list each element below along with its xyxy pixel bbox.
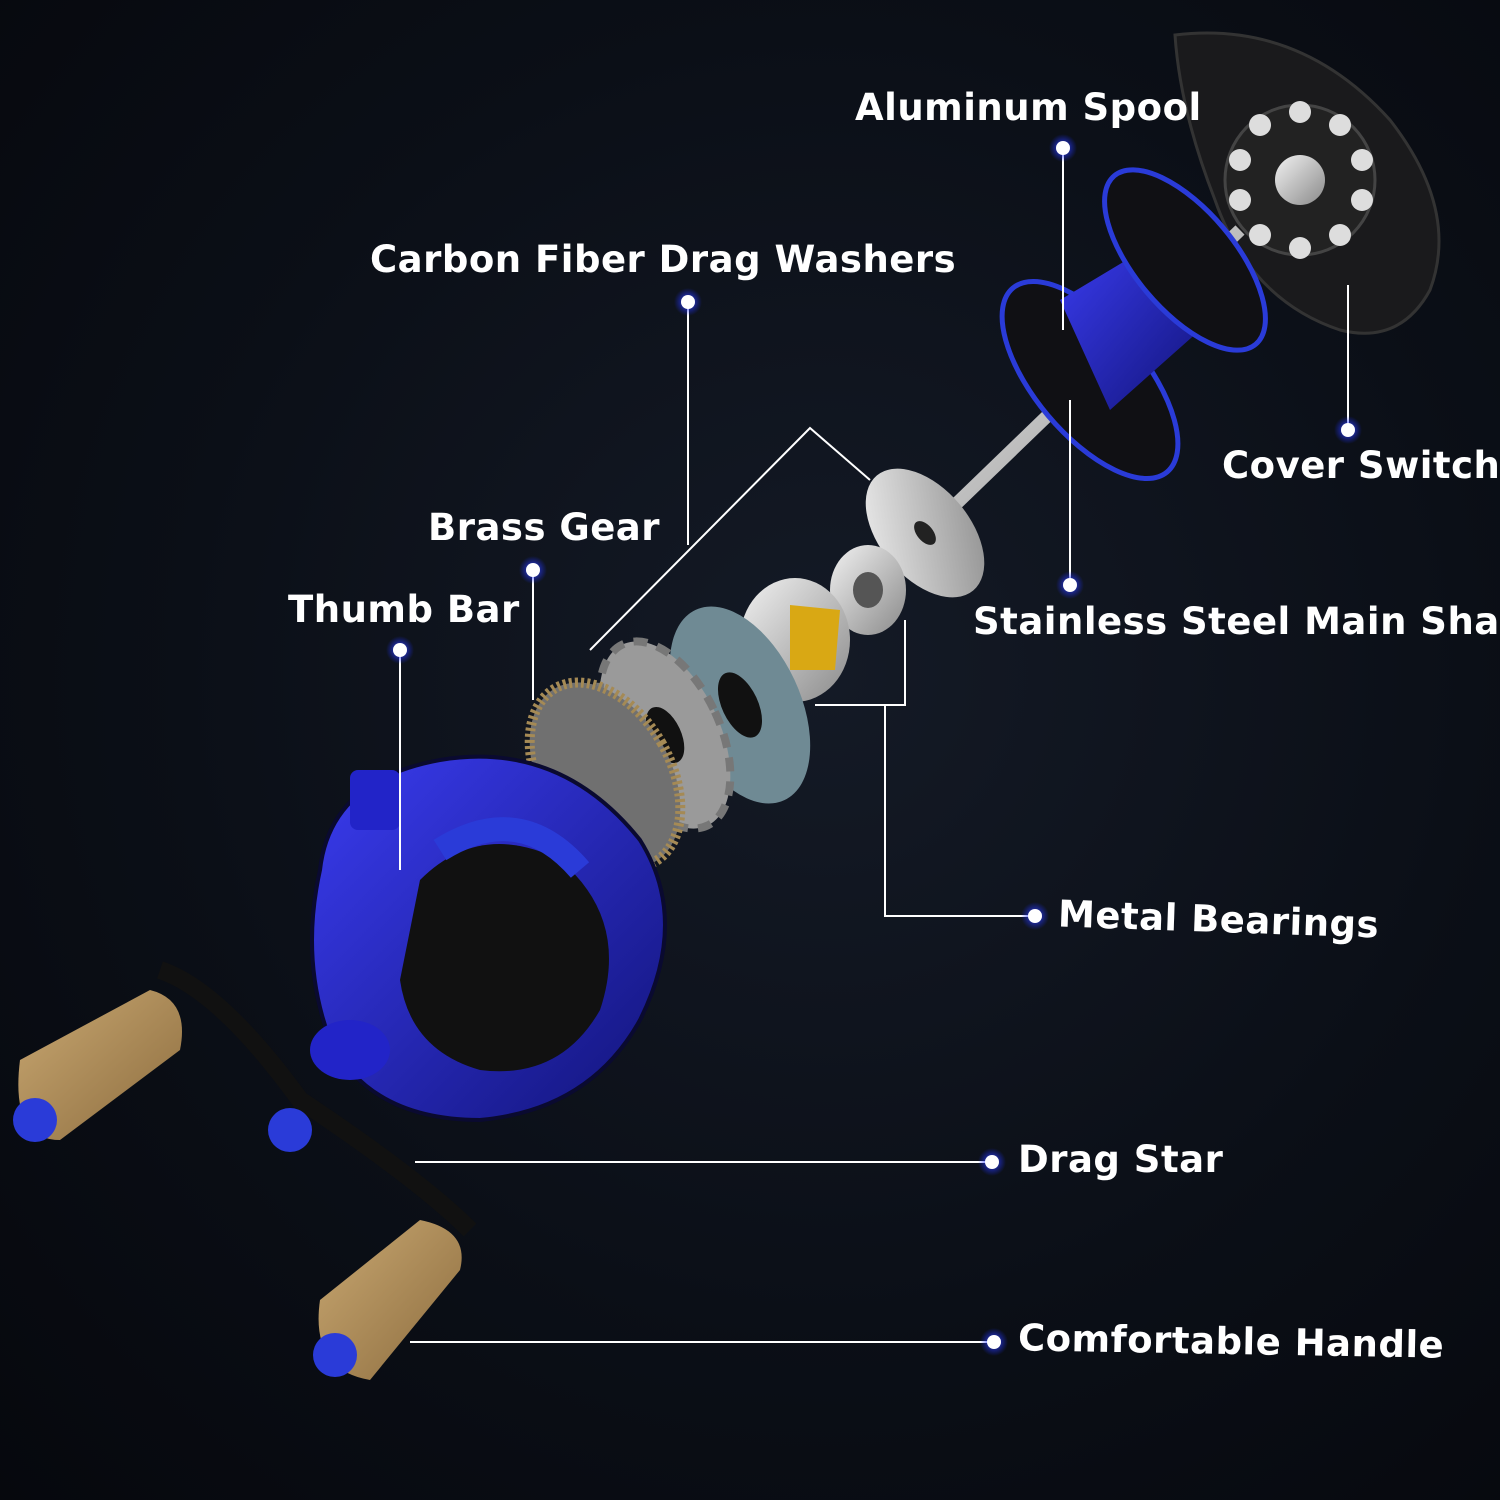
dot-main-shaft xyxy=(1056,571,1084,599)
dot-drag-washers xyxy=(674,288,702,316)
callout-dots xyxy=(386,134,1362,1356)
label-aluminum-spool: Aluminum Spool xyxy=(855,86,1202,129)
label-cover-switch: Cover Switch xyxy=(1222,444,1500,487)
dot-thumb-bar xyxy=(386,636,414,664)
reel-body xyxy=(310,754,667,1123)
label-thumb-bar: Thumb Bar xyxy=(288,588,520,631)
label-comfortable-handle: Comfortable Handle xyxy=(1017,1316,1445,1367)
label-carbon-fiber-drag-washers: Carbon Fiber Drag Washers xyxy=(370,238,957,281)
callout-lines xyxy=(399,148,1349,1343)
dot-brass-gear xyxy=(519,556,547,584)
dot-drag-star xyxy=(978,1148,1006,1176)
dot-comfortable-handle xyxy=(980,1328,1008,1356)
dot-cover-switch xyxy=(1334,416,1362,444)
aluminum-spool-part xyxy=(950,167,1268,510)
label-drag-star: Drag Star xyxy=(1018,1138,1224,1181)
dot-aluminum-spool xyxy=(1049,134,1077,162)
dot-metal-bearings xyxy=(1021,902,1049,930)
handle-part xyxy=(13,961,477,1380)
label-stainless-steel-main-shaft: Stainless Steel Main Shaft xyxy=(973,600,1500,643)
cover-switch-part xyxy=(1173,31,1441,335)
label-brass-gear: Brass Gear xyxy=(428,506,661,549)
